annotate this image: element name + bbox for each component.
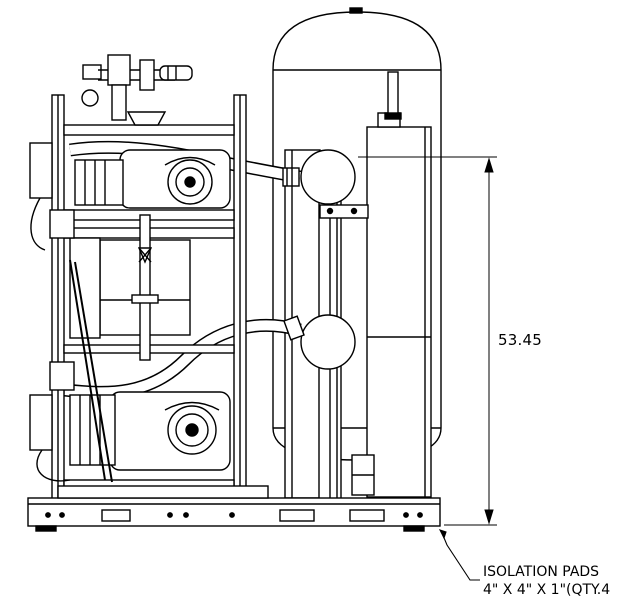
height-dimension [358,156,497,526]
tank-clamp [319,204,369,219]
isolation-pad-leader [438,529,480,581]
isolation-pads-callout-line1: ISOLATION PADS [483,564,600,580]
lower-hose [64,315,305,399]
side-controls [29,142,113,483]
lower-compressor [69,391,231,471]
dryer-panel [351,71,432,498]
lower-sphere [300,314,356,370]
filter-regulator-assembly [81,54,193,126]
upper-sphere [300,149,356,205]
isolation-pads-callout-line2: 4" X 4" X 1"(QTY.4 [483,582,611,598]
height-dimension-label: 53.45 [498,331,542,349]
upper-compressor [74,149,231,209]
base-skid [27,485,441,532]
middle-cabinet [69,214,191,361]
